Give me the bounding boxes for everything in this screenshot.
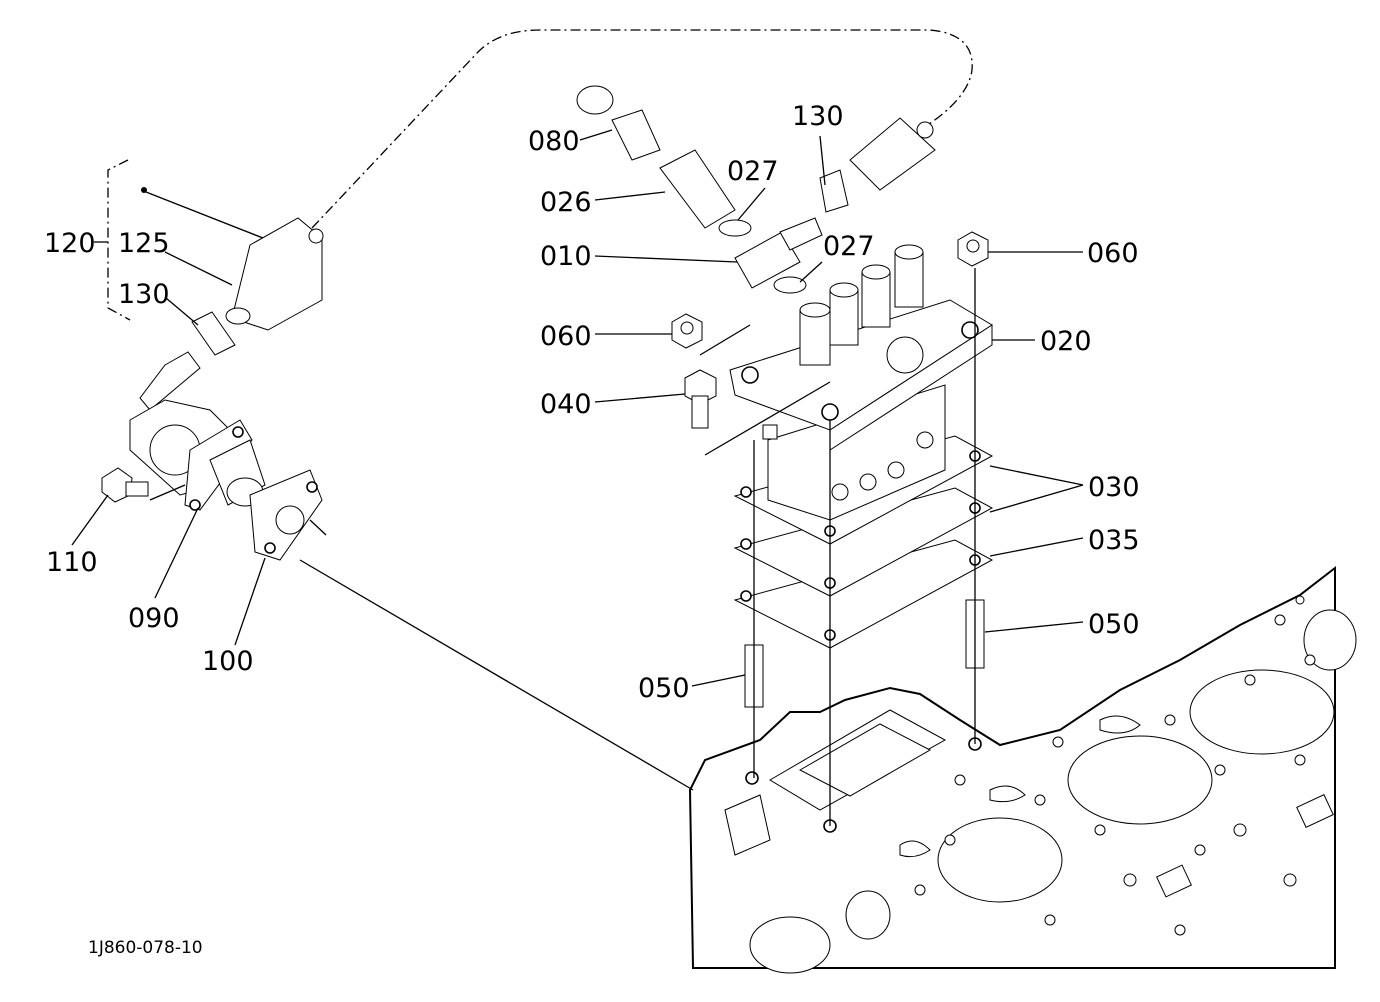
fasteners: [671, 231, 989, 826]
label-080: 080: [528, 126, 580, 157]
label-130-top: 130: [792, 101, 844, 132]
label-010: 010: [540, 241, 592, 272]
label-130-left: 130: [118, 279, 170, 310]
label-027-a: 027: [727, 156, 779, 187]
label-090: 090: [128, 603, 180, 634]
label-120: 120: [44, 228, 96, 259]
label-125: 125: [118, 228, 170, 259]
fuel-fittings: [576, 85, 936, 294]
label-060-right: 060: [1087, 238, 1139, 269]
label-020: 020: [1040, 326, 1092, 357]
leader-lines: [71, 129, 1084, 687]
feed-pump-assembly: [101, 159, 694, 791]
label-050-right: 050: [1088, 609, 1140, 640]
document-id: 1J860-078-10: [88, 938, 203, 958]
part-labels: 080 130 027 026 010 027 060 060 020 040 …: [44, 101, 1140, 958]
label-030: 030: [1088, 472, 1140, 503]
label-060-left: 060: [540, 321, 592, 352]
label-050-left: 050: [638, 673, 690, 704]
engine-block: [688, 565, 1357, 974]
label-027-b: 027: [823, 231, 875, 262]
label-040: 040: [540, 389, 592, 420]
label-100: 100: [202, 646, 254, 677]
label-035: 035: [1088, 525, 1140, 556]
label-110: 110: [46, 547, 98, 578]
injection-pump: [729, 244, 993, 521]
label-026: 026: [540, 187, 592, 218]
fuel-line-path: [311, 29, 973, 229]
